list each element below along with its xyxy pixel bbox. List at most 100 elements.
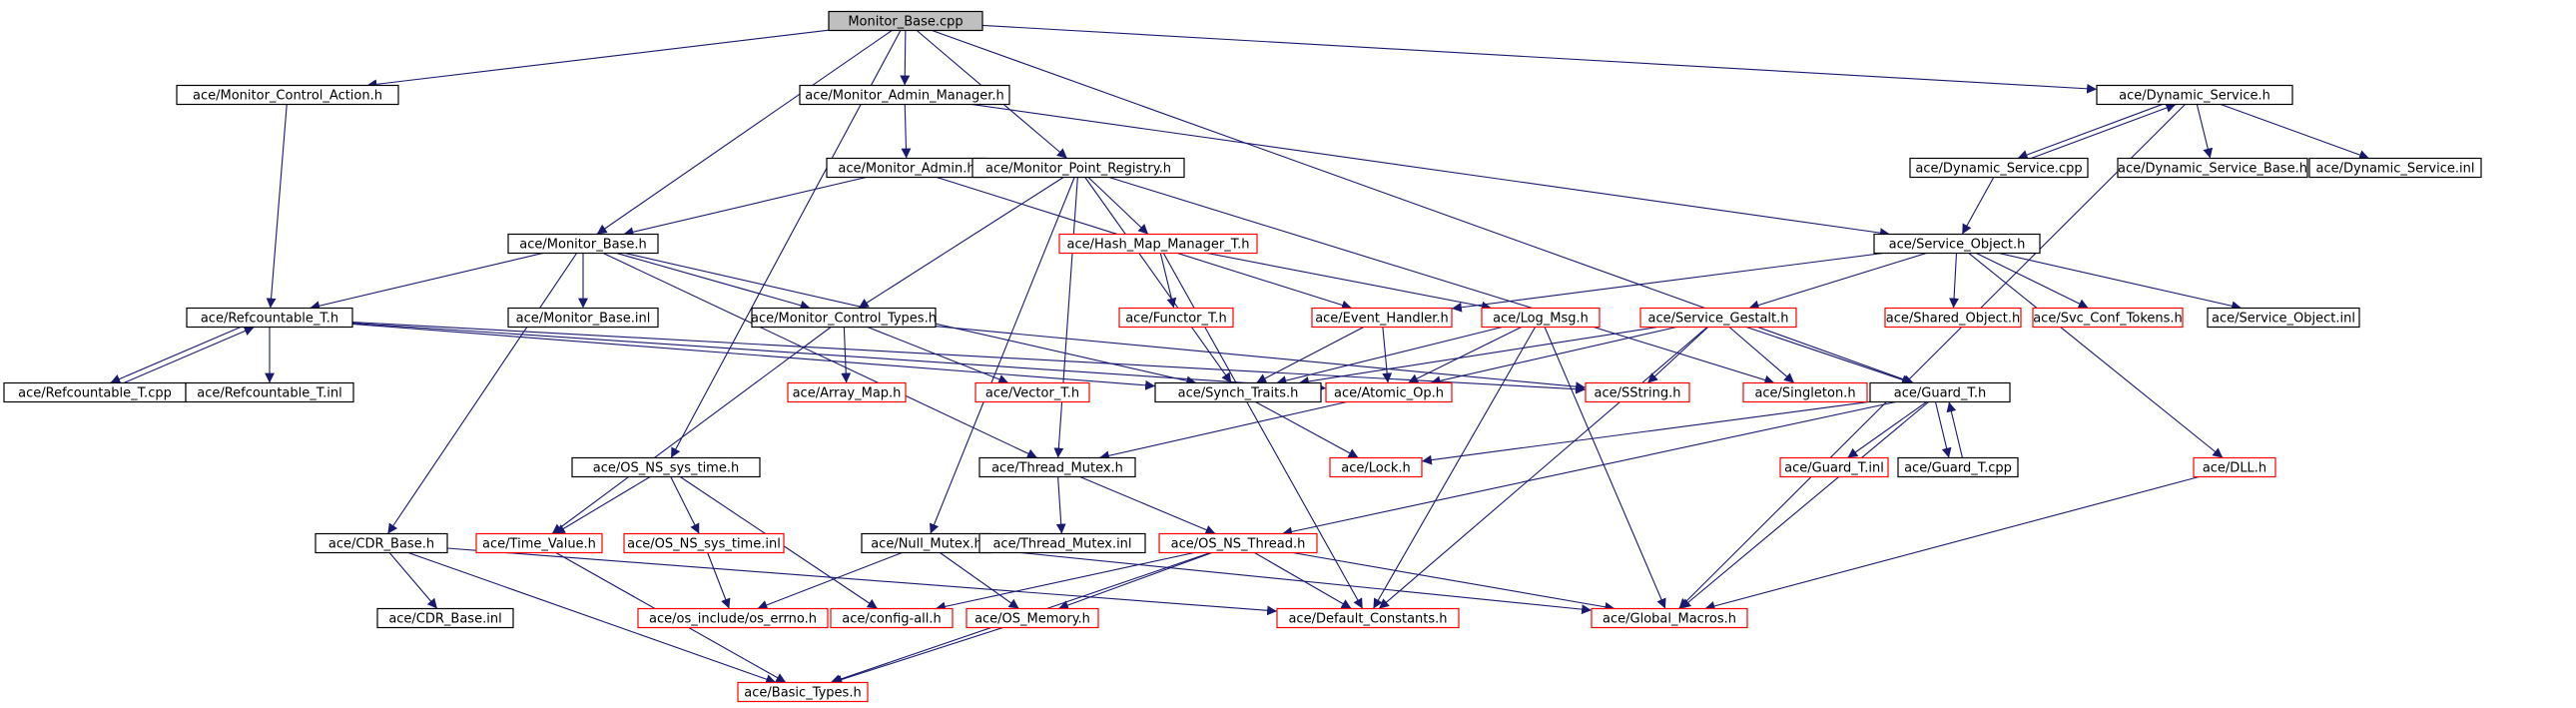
node-box[interactable] (186, 307, 353, 329)
node-mam[interactable]: ace/Monitor_Admin_Manager.h (799, 84, 1010, 106)
node-root[interactable]: Monitor_Base.cpp (828, 10, 983, 32)
node-box[interactable] (971, 157, 1185, 179)
node-tm[interactable]: ace/Thread_Mutex.h (978, 456, 1136, 478)
node-lock[interactable]: ace/Lock.h (1329, 456, 1423, 478)
node-box[interactable] (1779, 456, 1889, 478)
node-box[interactable] (799, 84, 1010, 106)
node-box[interactable] (623, 532, 785, 554)
node-box[interactable] (1909, 157, 2089, 179)
node-ost[interactable]: ace/OS_NS_Thread.h (1158, 532, 1318, 554)
node-nm[interactable]: ace/Null_Mutex.h (861, 532, 992, 554)
node-box[interactable] (1325, 381, 1453, 403)
node-mct[interactable]: ace/Monitor_Control_Types.h (751, 307, 937, 329)
node-ao[interactable]: ace/Atomic_Op.h (1325, 381, 1453, 403)
node-box[interactable] (966, 607, 1099, 629)
node-fun[interactable]: ace/Functor_T.h (1118, 307, 1234, 329)
edge (1934, 401, 1952, 458)
node-gti[interactable]: ace/Guard_T.inl (1779, 456, 1889, 478)
node-box[interactable] (507, 233, 659, 255)
node-box[interactable] (1154, 381, 1322, 403)
node-rccpp[interactable]: ace/Refcountable_T.cpp (3, 381, 187, 403)
node-dsi[interactable]: ace/Dynamic_Service.inl (2308, 157, 2482, 179)
node-gt[interactable]: ace/Guard_T.h (1869, 381, 2011, 403)
node-cfg[interactable]: ace/config-all.h (830, 607, 954, 629)
node-vt[interactable]: ace/Vector_T.h (974, 381, 1090, 403)
node-box[interactable] (2308, 157, 2482, 179)
node-cdri[interactable]: ace/CDR_Base.inl (376, 607, 514, 629)
node-dll[interactable]: ace/DLL.h (2193, 456, 2276, 478)
node-osst[interactable]: ace/OS_NS_sys_time.h (571, 456, 761, 478)
node-box[interactable] (2117, 157, 2308, 179)
node-tmi[interactable]: ace/Thread_Mutex.inl (978, 532, 1146, 554)
node-sct[interactable]: ace/Svc_Conf_Tokens.h (2032, 307, 2184, 329)
node-sing[interactable]: ace/Singleton.h (1742, 381, 1868, 403)
node-ma[interactable]: ace/Monitor_Admin.h (826, 157, 987, 179)
node-box[interactable] (1585, 381, 1690, 403)
node-box[interactable] (507, 307, 659, 329)
node-mpr[interactable]: ace/Monitor_Point_Registry.h (971, 157, 1185, 179)
node-box[interactable] (978, 456, 1136, 478)
node-box[interactable] (787, 381, 907, 403)
node-box[interactable] (974, 381, 1090, 403)
node-gtcpp[interactable]: ace/Guard_T.cpp (1897, 456, 2019, 478)
node-rci[interactable]: ace/Refcountable_T.inl (185, 381, 354, 403)
node-dsb[interactable]: ace/Dynamic_Service_Base.h (2117, 157, 2308, 179)
node-box[interactable] (830, 607, 954, 629)
node-st[interactable]: ace/Synch_Traits.h (1154, 381, 1322, 403)
node-box[interactable] (1884, 307, 2022, 329)
node-lm[interactable]: ace/Log_Msg.h (1481, 307, 1601, 329)
node-osstinl[interactable]: ace/OS_NS_sys_time.inl (623, 532, 785, 554)
node-box[interactable] (1873, 233, 2041, 255)
node-box[interactable] (176, 84, 399, 106)
node-box[interactable] (475, 532, 603, 554)
node-box[interactable] (1481, 307, 1601, 329)
node-box[interactable] (637, 607, 829, 629)
node-cdr[interactable]: ace/CDR_Base.h (315, 532, 448, 554)
node-box[interactable] (2207, 307, 2360, 329)
node-so[interactable]: ace/Service_Object.h (1873, 233, 2041, 255)
node-box[interactable] (737, 681, 869, 703)
node-gm[interactable]: ace/Global_Macros.h (1591, 607, 1748, 629)
node-bt[interactable]: ace/Basic_Types.h (737, 681, 869, 703)
node-box[interactable] (571, 456, 761, 478)
node-box[interactable] (1158, 532, 1318, 554)
node-box[interactable] (315, 532, 448, 554)
node-ss[interactable]: ace/SString.h (1585, 381, 1690, 403)
node-box[interactable] (1058, 233, 1258, 255)
node-box[interactable] (1276, 607, 1460, 629)
node-box[interactable] (751, 307, 937, 329)
node-box[interactable] (828, 10, 983, 32)
node-box[interactable] (1118, 307, 1234, 329)
node-soi[interactable]: ace/Service_Object.inl (2207, 307, 2360, 329)
node-box[interactable] (2193, 456, 2276, 478)
node-box[interactable] (1869, 381, 2011, 403)
node-box[interactable] (1329, 456, 1423, 478)
node-err[interactable]: ace/os_include/os_errno.h (637, 607, 829, 629)
node-mbi[interactable]: ace/Monitor_Base.inl (507, 307, 659, 329)
edge-so-to-sg (1748, 252, 1927, 311)
node-am[interactable]: ace/Array_Map.h (787, 381, 907, 403)
node-mb[interactable]: ace/Monitor_Base.h (507, 233, 659, 255)
node-tv[interactable]: ace/Time_Value.h (475, 532, 603, 554)
node-box[interactable] (2032, 307, 2184, 329)
node-box[interactable] (1897, 456, 2019, 478)
edge-gt-to-ost (1282, 400, 1896, 537)
node-box[interactable] (978, 532, 1146, 554)
node-box[interactable] (1742, 381, 1868, 403)
node-hmm[interactable]: ace/Hash_Map_Manager_T.h (1058, 233, 1258, 255)
node-box[interactable] (1639, 307, 1797, 329)
node-dscpp[interactable]: ace/Dynamic_Service.cpp (1909, 157, 2089, 179)
node-sg[interactable]: ace/Service_Gestalt.h (1639, 307, 1797, 329)
node-sho[interactable]: ace/Shared_Object.h (1884, 307, 2022, 329)
node-osm[interactable]: ace/OS_Memory.h (966, 607, 1099, 629)
node-dc[interactable]: ace/Default_Constants.h (1276, 607, 1460, 629)
node-box[interactable] (185, 381, 354, 403)
node-box[interactable] (376, 607, 514, 629)
node-ds[interactable]: ace/Dynamic_Service.h (2096, 84, 2293, 106)
node-box[interactable] (1311, 307, 1453, 329)
node-rc[interactable]: ace/Refcountable_T.h (186, 307, 353, 329)
node-box[interactable] (2096, 84, 2293, 106)
node-mca[interactable]: ace/Monitor_Control_Action.h (176, 84, 399, 106)
node-eh[interactable]: ace/Event_Handler.h (1311, 307, 1453, 329)
node-box[interactable] (1591, 607, 1748, 629)
